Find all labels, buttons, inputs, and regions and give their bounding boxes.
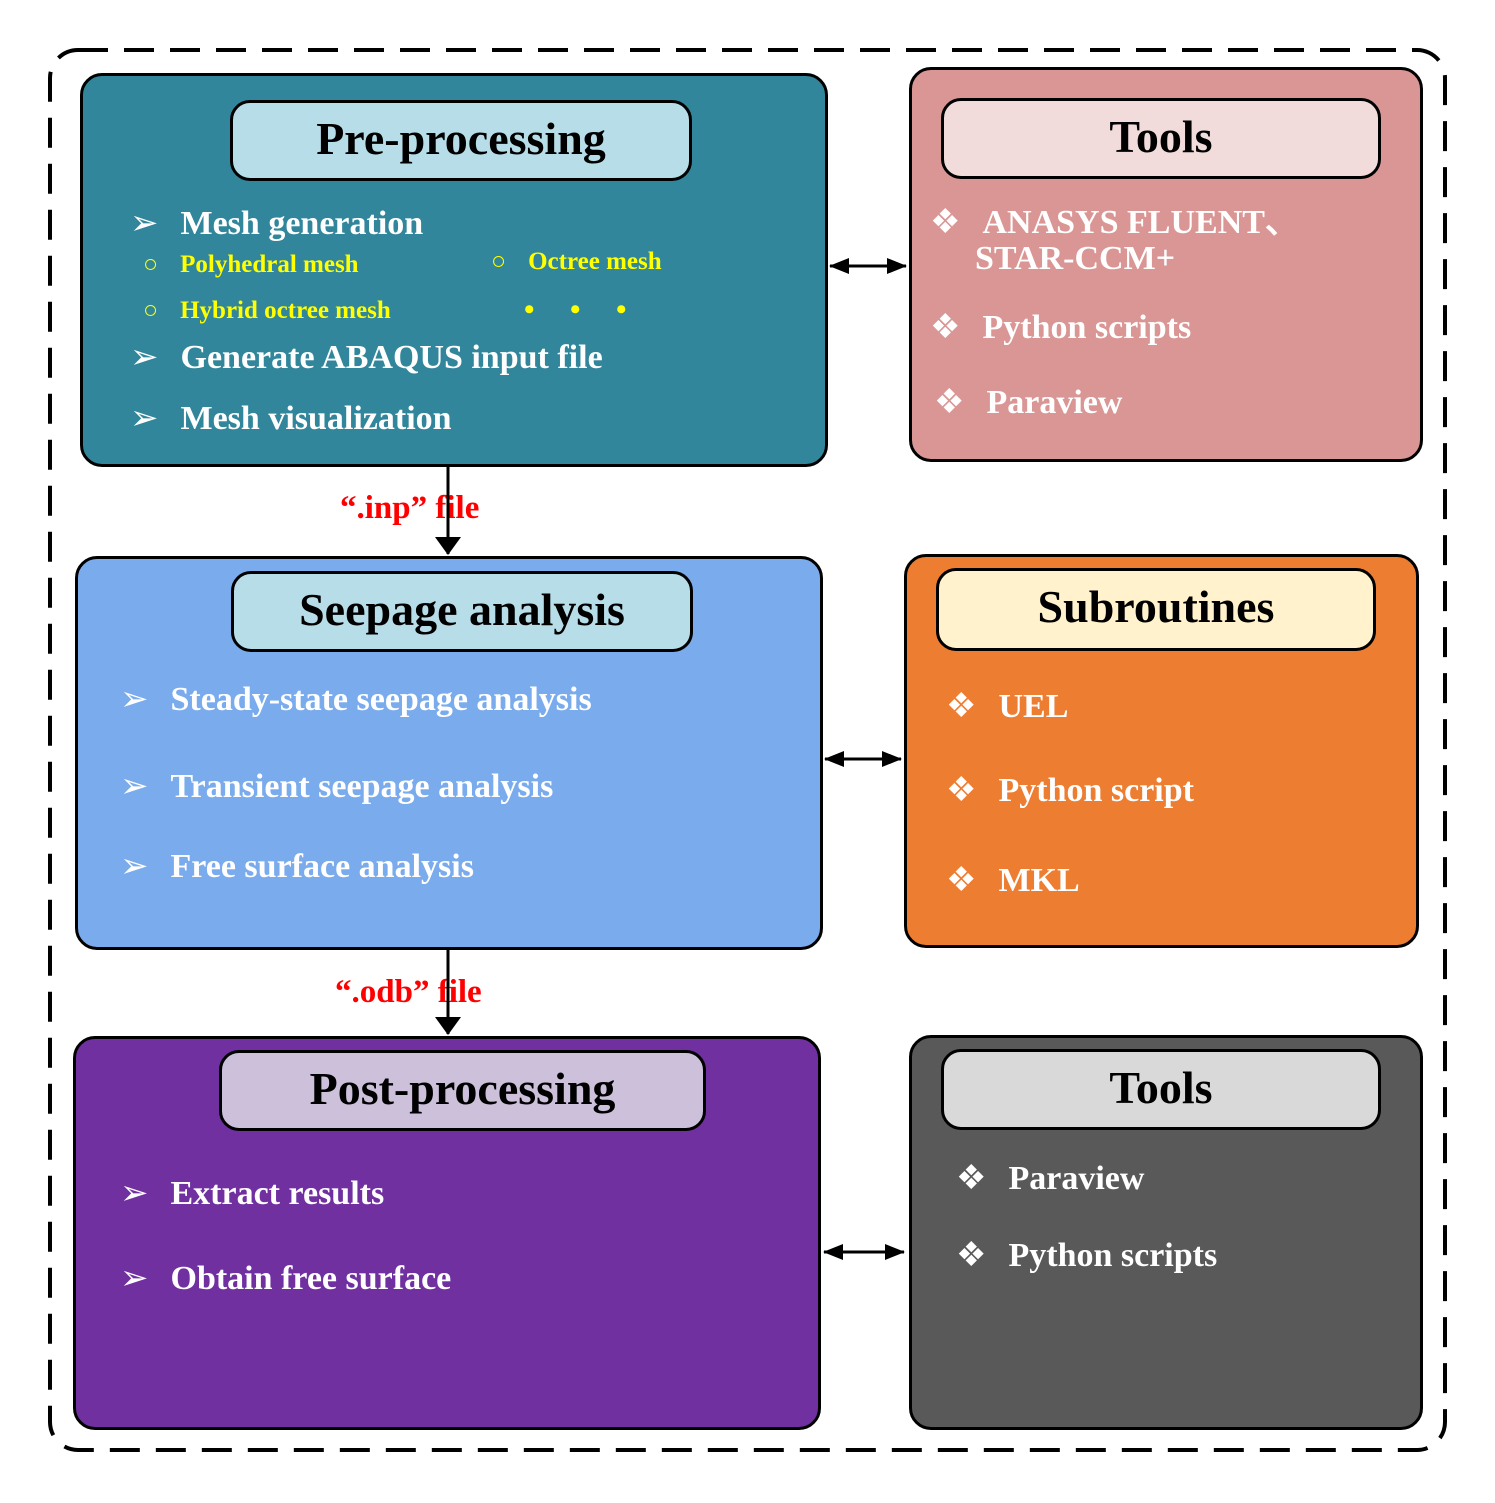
four-diamond-icon: ❖: [956, 1160, 987, 1197]
chevron-arrow-icon: ➢: [120, 681, 149, 718]
chevron-arrow-icon: ➢: [130, 400, 159, 437]
four-diamond-icon: ❖: [930, 204, 961, 241]
open-circle-icon: ○: [143, 251, 159, 278]
tools-item-paraview: ❖Paraview: [934, 384, 1123, 421]
extract-results-item: ➢Extract results: [120, 1175, 385, 1212]
tools-bottom-item-python-scripts: ❖Python scripts: [956, 1237, 1218, 1274]
tools-bottom-item-paraview: ❖Paraview: [956, 1160, 1145, 1197]
four-diamond-icon: ❖: [946, 862, 977, 899]
subroutine-item-uel: ❖UEL: [946, 688, 1069, 725]
transient-item: ➢Transient seepage analysis: [120, 768, 554, 805]
four-diamond-icon: ❖: [946, 688, 977, 725]
chevron-arrow-icon: ➢: [120, 768, 149, 805]
seepage-analysis-title: Seepage analysis: [231, 571, 693, 652]
tools-item-ansys: ❖ANASYS FLUENT、: [930, 204, 1299, 241]
four-diamond-icon: ❖: [930, 309, 961, 346]
octree-mesh-item: ○Octree mesh: [491, 248, 662, 275]
chevron-arrow-icon: ➢: [120, 1175, 149, 1212]
mesh-visualization-item: ➢Mesh visualization: [130, 400, 452, 437]
obtain-free-surface-item: ➢Obtain free surface: [120, 1260, 452, 1297]
four-diamond-icon: ❖: [956, 1237, 987, 1274]
open-circle-icon: ○: [491, 248, 507, 275]
chevron-arrow-icon: ➢: [120, 1260, 149, 1297]
tools-item-python-scripts: ❖Python scripts: [930, 309, 1192, 346]
subroutine-item-python-script: ❖Python script: [946, 772, 1194, 809]
tools-title-top: Tools: [941, 98, 1381, 179]
inp-file-label: “.inp” file: [340, 490, 480, 526]
pre-processing-title: Pre-processing: [230, 100, 692, 181]
subroutines-title: Subroutines: [936, 568, 1376, 651]
free-surface-analysis-item: ➢Free surface analysis: [120, 848, 474, 885]
ellipsis-dots: • • •: [524, 293, 641, 326]
generate-abaqus-item: ➢Generate ABAQUS input file: [130, 339, 603, 376]
post-processing-title: Post-processing: [219, 1050, 706, 1131]
tools-title-bottom: Tools: [941, 1049, 1381, 1130]
open-circle-icon: ○: [143, 297, 159, 324]
steady-state-item: ➢Steady-state seepage analysis: [120, 681, 592, 718]
hybrid-octree-mesh-item: ○Hybrid octree mesh: [143, 297, 391, 324]
chevron-arrow-icon: ➢: [120, 848, 149, 885]
chevron-arrow-icon: ➢: [130, 339, 159, 376]
odb-file-label: “.odb” file: [335, 974, 482, 1010]
chevron-arrow-icon: ➢: [130, 205, 159, 242]
mesh-generation-item: ➢Mesh generation: [130, 205, 424, 242]
subroutine-item-mkl: ❖MKL: [946, 862, 1080, 899]
four-diamond-icon: ❖: [934, 384, 965, 421]
tools-item-starccm: STAR-CCM+: [975, 240, 1176, 277]
polyhedral-mesh-item: ○Polyhedral mesh: [143, 251, 359, 278]
four-diamond-icon: ❖: [946, 772, 977, 809]
